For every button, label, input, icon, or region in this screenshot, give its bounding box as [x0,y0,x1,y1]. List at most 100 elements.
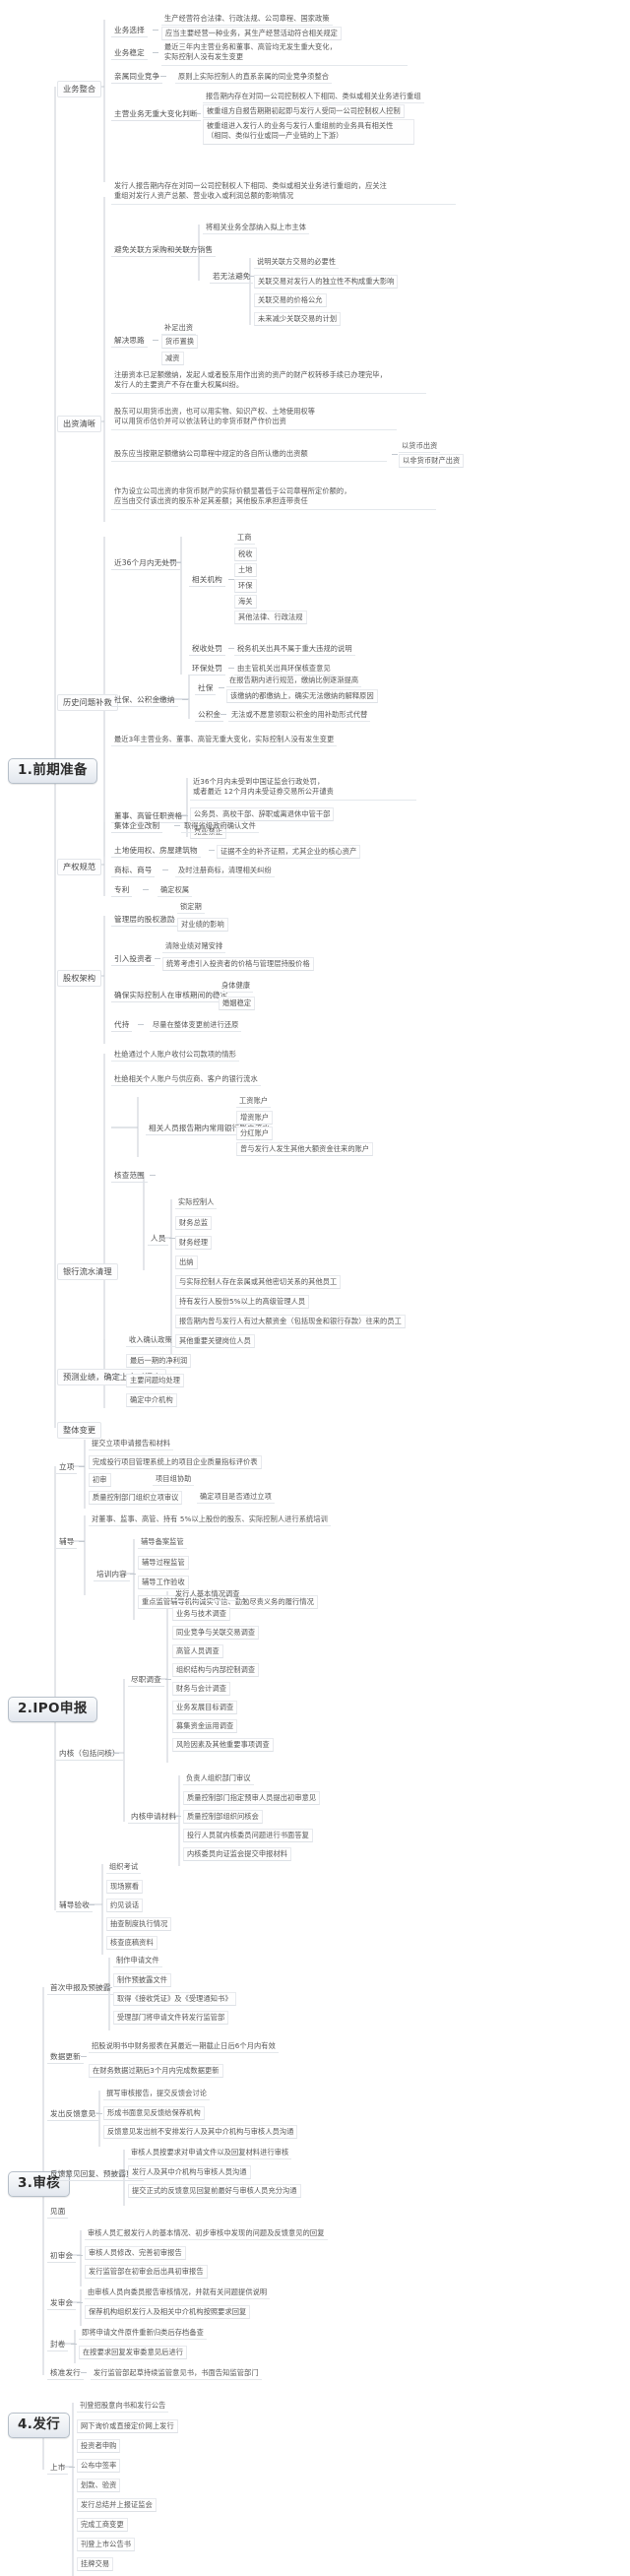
leaf[interactable]: 在报告期内进行规范，缴纳比例逐渐提高 [226,675,362,687]
node-shuju-gengxin[interactable]: 数据更新 [47,2051,84,2065]
leaf[interactable]: 减资 [161,352,184,365]
leaf[interactable]: 挂牌交易 [77,2557,114,2571]
node-shebao[interactable]: 社保 [195,682,217,696]
leaf[interactable]: 刊登招股意向书和发行公告 [77,2400,169,2413]
leaf[interactable]: 制作预披露文件 [113,1973,172,1987]
branch-label-chanquan[interactable]: 产权规范 [57,859,102,876]
root-node-4[interactable]: 4.发行 [8,2413,71,2438]
branch-label-yewuzhenghe[interactable]: 业务整合 [57,81,102,98]
node-jiejuesilu[interactable]: 解决思路 [111,335,148,349]
leaf[interactable]: 质量控制部门组织立项审议 [89,1491,183,1505]
leaf[interactable]: 工资账户 [236,1095,272,1108]
leaf[interactable]: 股东可以用货币出资，也可以用实物、知识产权、土地使用权等 可以用货币估价并可以依… [111,406,397,430]
leaf[interactable]: 说明关联方交易的必要性 [254,256,340,269]
root-node-2[interactable]: 2.IPO申报 [8,1697,97,1722]
leaf[interactable]: 取得省级政府确认文件 [181,820,259,833]
node-huanbao-chufa[interactable]: 环保处罚 [189,663,225,676]
leaf[interactable]: 受理部门将申请文件转发行监管部 [113,2011,229,2025]
leaf[interactable]: 业务与技术调查 [172,1607,231,1621]
leaf[interactable]: 证据不全的补齐证照，尤其企业的核心资产 [217,845,361,859]
leaf[interactable]: 形成书面意见反馈给保荐机构 [103,2106,205,2120]
leaf[interactable]: 划款、验资 [77,2479,121,2492]
leaf[interactable]: 辅导过程监管 [138,1556,189,1570]
leaf[interactable]: 股东应当按期足额缴纳公司章程中规定的各自所认缴的出资额 [111,448,387,463]
leaf[interactable]: 关联交易对发行人的独立性不构成重大影响 [254,275,399,289]
leaf[interactable]: 出纳 [175,1256,198,1269]
branch-label-zhengtibiangeng[interactable]: 整体变更 [57,1422,102,1440]
leaf[interactable]: 财务与会计调查 [172,1682,231,1696]
leaf[interactable]: 将相关业务全部纳入拟上市主体 [203,222,310,234]
leaf[interactable]: 由审核人员向委员报告审核情况，并就有关问题提供说明 [85,2286,271,2299]
leaf[interactable]: 现场察看 [106,1880,144,1894]
node-tudi-fangwu[interactable]: 土地使用权、房屋建筑物 [111,845,201,859]
leaf[interactable]: 组织结构与内部控制调查 [172,1663,260,1677]
leaf[interactable]: 发行人及其中介机构与审核人员沟通 [128,2165,251,2179]
leaf[interactable]: 提交立项申请报告和材料 [89,1438,174,1450]
leaf[interactable]: 审核人员按要求对申请文件以及回复材料进行审核 [128,2147,292,2159]
leaf[interactable]: 初审 [89,1473,111,1487]
leaf[interactable]: 投行人员就内核委员问题进行书面答复 [183,1829,313,1842]
leaf[interactable]: 发行监管部在初审会后出具初审报告 [85,2265,208,2279]
node-peixun-neirong[interactable]: 培训内容 [94,1569,130,1582]
leaf[interactable]: 税务机关出具不属于重大违规的说明 [234,643,355,656]
leaf[interactable]: 统筹考虑引入投资者的价格与管理层持股价格 [162,957,314,971]
leaf[interactable]: 确定项目是否通过立项 [197,1491,275,1504]
node-shouci-shenbao[interactable]: 首次申报及预披露 [47,1982,114,1996]
leaf[interactable]: 提交正式的反馈意见回复前最好与审核人员充分沟通 [128,2184,301,2198]
leaf[interactable]: 实际控制人 [175,1196,218,1209]
leaf[interactable]: 最近3年主营业务、董事、高管无重大变化，实际控制人没有发生变更 [111,734,338,746]
leaf[interactable]: 投资者申购 [77,2439,121,2453]
leaf[interactable]: 完成投行项目管理系统上的项目企业质量指标评价表 [89,1455,262,1469]
leaf[interactable]: 财务总监 [175,1216,213,1230]
node-bimian-guanlianfang[interactable]: 避免关联方采购和关联方销售 [111,244,217,258]
leaf[interactable]: 招股说明书中财务报表在其最近一期截止日后6个月内有效 [89,2040,279,2053]
leaf[interactable]: 撰写审核报告，提交反馈会讨论 [103,2088,211,2100]
leaf[interactable]: 及时注册商标，清理相关纠纷 [175,865,275,877]
leaf[interactable]: 同业竞争与关联交易调查 [172,1626,260,1640]
node-fashen-hui[interactable]: 发审会 [47,2297,77,2311]
leaf[interactable]: 补足出资 [161,322,197,335]
leaf[interactable]: 即将申请文件原件重新归类后存档备查 [79,2327,207,2340]
leaf[interactable]: 对业绩的影响 [177,918,228,932]
node-chushen-hui[interactable]: 初审会 [47,2250,77,2264]
leaf[interactable]: 发行监管部起草持续监管意见书，书面告知监管部门 [91,2367,262,2380]
node-shikong-wending[interactable]: 确保实际控制人在审核期间的稳定 [111,990,231,1003]
leaf[interactable]: 被重组进入发行人的业务与发行人重组前的业务具有相关性 （相同、类似行业或同一产业… [203,119,414,145]
leaf[interactable]: 质量控制部门指定预审人员提出初审意见 [183,1791,321,1805]
leaf[interactable]: 刊登上市公告书 [77,2538,136,2551]
leaf[interactable]: 报告期内曾与发行人有过大额资金（包括现金和银行存款）往来的员工 [175,1315,406,1328]
leaf[interactable]: 最近三年内主营业务和董事、高管均无发生重大变化， 实际控制人没有发生变更 [161,41,408,66]
node-zhuanli[interactable]: 专利 [111,884,133,898]
node-shangbiao-shanghao[interactable]: 商标、商号 [111,865,156,878]
leaf[interactable]: 清除业绩对赌安排 [162,940,226,953]
leaf[interactable]: 网下询价或直接定价网上发行 [77,2419,178,2433]
leaf[interactable]: 主要问题均处理 [126,1374,185,1387]
leaf[interactable]: 近36个月内未受到中国证监会行政处罚， 或者最近 12个月内未受证券交易所公开谴… [190,776,416,801]
leaf[interactable]: 项目组协助 [153,1473,195,1486]
leaf[interactable]: 身体健康 [219,980,254,993]
leaf[interactable]: 发行总结并上报证监会 [77,2498,157,2512]
leaf[interactable]: 其他法律、行政法规 [234,611,307,624]
node-fudao[interactable]: 辅导 [56,1536,78,1550]
leaf[interactable]: 以非货币财产出资 [399,454,465,468]
leaf[interactable]: 业务发展目标调查 [172,1701,238,1714]
leaf[interactable]: 应当主要经营一种业务，其生产经营活动符合相关规定 [161,27,342,40]
leaf[interactable]: 货币置换 [161,335,199,349]
leaf[interactable]: 锁定期 [177,901,205,914]
leaf[interactable]: 环保 [234,579,257,593]
leaf[interactable]: 核查底稿资料 [106,1936,158,1950]
node-hezhun-faxing[interactable]: 核准发行 [47,2367,84,2381]
leaf[interactable]: 作为设立公司出资的非货币财产的实际价额显著低于公司章程所定价额的， 应当由交付该… [111,485,436,510]
leaf[interactable]: 土地 [234,563,257,577]
leaf[interactable]: 曾与发行人发生其他大额资金往来的账户 [236,1142,374,1156]
node-yinru-touzizhe[interactable]: 引入投资者 [111,953,156,967]
leaf[interactable]: 持有发行人股份5%以上的高级管理人员 [175,1295,310,1309]
node-daichi[interactable]: 代持 [111,1019,133,1033]
leaf[interactable]: 与实际控制人存在亲属或其他密切关系的其他员工 [175,1275,342,1289]
node-jiti-gaizhi[interactable]: 集体企业改制 [111,820,163,834]
leaf[interactable]: 约见谈话 [106,1899,144,1912]
leaf[interactable]: 收入确认政策 [126,1334,175,1347]
branch-label-lishiwenti[interactable]: 历史问题补救 [57,694,118,712]
leaf[interactable]: 婚姻稳定 [219,997,256,1010]
leaf[interactable]: 关联交易的价格公允 [254,293,327,307]
